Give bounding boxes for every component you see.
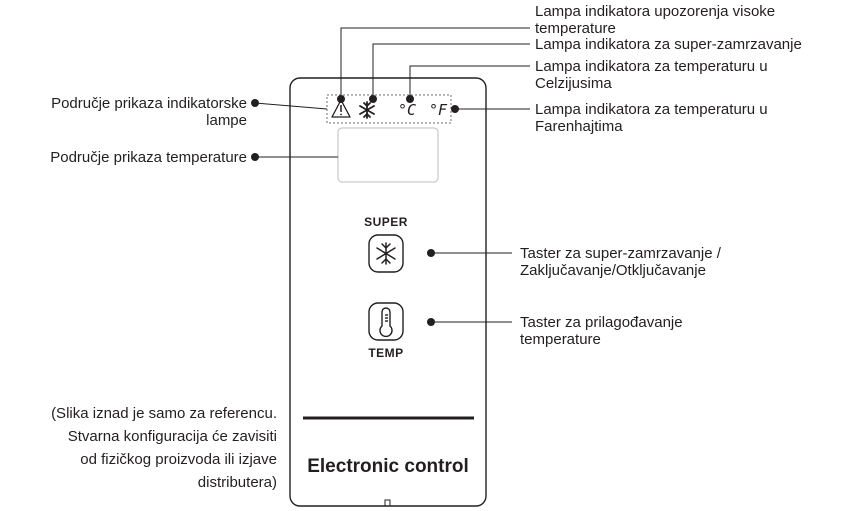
snowflake-icon xyxy=(359,101,375,119)
leader-super-freeze xyxy=(372,43,530,96)
warning-triangle-icon xyxy=(331,99,351,118)
reference-note: (Slika iznad je samo za referencu. Stvar… xyxy=(51,405,277,491)
control-panel-outline xyxy=(289,77,487,507)
super-caption: SUPER xyxy=(364,215,408,229)
panel-title: Electronic control xyxy=(307,456,469,477)
label-super-freeze-lamp: Lampa indikatora za super-zamrzavanje xyxy=(535,36,802,53)
super-freeze-button[interactable] xyxy=(368,234,404,273)
temperature-button[interactable] xyxy=(368,302,404,341)
label-temperature-area: Područje prikaza temperature xyxy=(50,149,247,166)
panel-bottom-tab xyxy=(384,499,391,506)
thermometer-icon xyxy=(379,307,393,338)
leader-lines xyxy=(254,27,530,323)
fahrenheit-indicator: °F xyxy=(429,101,448,119)
leader-dots xyxy=(251,95,459,326)
celsius-indicator: °C xyxy=(398,101,417,119)
leader-indicator-area xyxy=(254,102,328,110)
temp-caption: TEMP xyxy=(368,346,404,360)
temperature-display-area xyxy=(337,127,439,183)
leader-high-temp xyxy=(340,27,530,99)
leader-celsius xyxy=(409,65,530,96)
snowflake-icon xyxy=(376,242,396,265)
label-super-button: Taster za super-zamrzavanje /Zaključavan… xyxy=(520,245,721,279)
